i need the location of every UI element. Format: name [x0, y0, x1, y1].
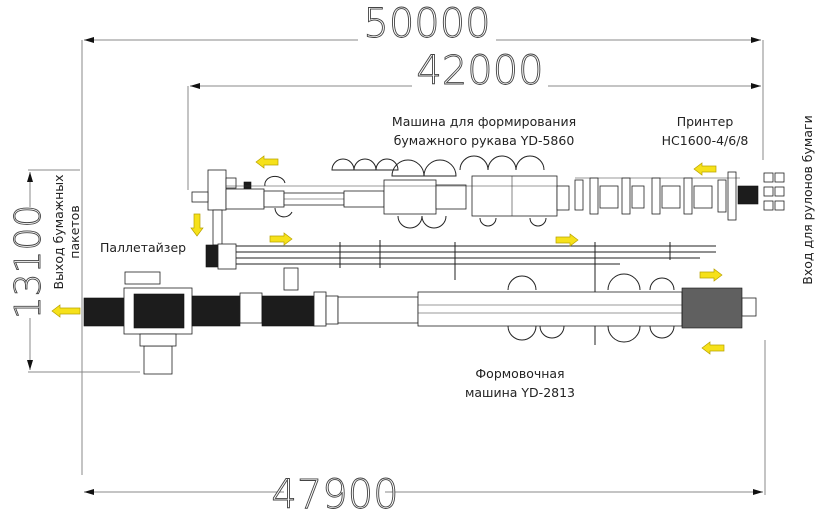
arrow-right-icon	[555, 233, 579, 247]
forming-machine-label: Формовочная машина YD-2813	[465, 366, 575, 400]
dimension-13100-label: 13100	[8, 205, 49, 320]
paper-roll-stands	[763, 172, 785, 211]
output-label: Выход бумажных пакетов	[51, 174, 82, 289]
palletizer	[83, 271, 193, 375]
dimension-50000-label: 50000	[363, 1, 490, 47]
flow-arrows	[51, 155, 725, 355]
dimension-13100: 13100	[8, 169, 140, 373]
arrow-left-icon	[51, 304, 81, 318]
dimension-42000-label: 42000	[416, 48, 543, 94]
tube-machine-label: Машина для формирования бумажного рукава…	[392, 114, 576, 148]
forming-machine	[191, 267, 757, 343]
printer-label: Принтер HC1600-4/6/8	[662, 114, 749, 148]
tube-machine-label-line2: бумажного рукава YD-5860	[394, 133, 575, 148]
arrow-right-icon	[269, 232, 293, 246]
palletizer-label: Паллетайзер	[100, 240, 186, 255]
arrow-left-icon	[693, 162, 717, 176]
middle-conveyor	[205, 240, 716, 345]
printer	[574, 171, 759, 221]
forming-machine-label-line2: машина YD-2813	[465, 385, 575, 400]
dimension-50000: 50000	[81, 1, 764, 475]
dimension-47900: 47900	[84, 340, 766, 510]
arrow-left-icon	[255, 155, 279, 169]
printer-label-line1: Принтер	[677, 114, 734, 129]
forming-machine-label-line1: Формовочная	[475, 366, 564, 381]
dimension-42000: 42000	[187, 48, 761, 190]
output-label-line2: пакетов	[67, 205, 82, 258]
tube-machine	[191, 155, 570, 246]
tube-machine-label-line1: Машина для формирования	[392, 114, 576, 129]
arrow-left-icon	[701, 341, 725, 355]
printer-label-line2: HC1600-4/6/8	[662, 133, 749, 148]
dimension-47900-label: 47900	[271, 472, 398, 510]
input-label: Вход для рулонов бумаги	[800, 115, 815, 284]
arrow-right-icon	[699, 268, 723, 282]
output-label-line1: Выход бумажных	[51, 174, 66, 289]
arrow-down-icon	[190, 213, 204, 237]
